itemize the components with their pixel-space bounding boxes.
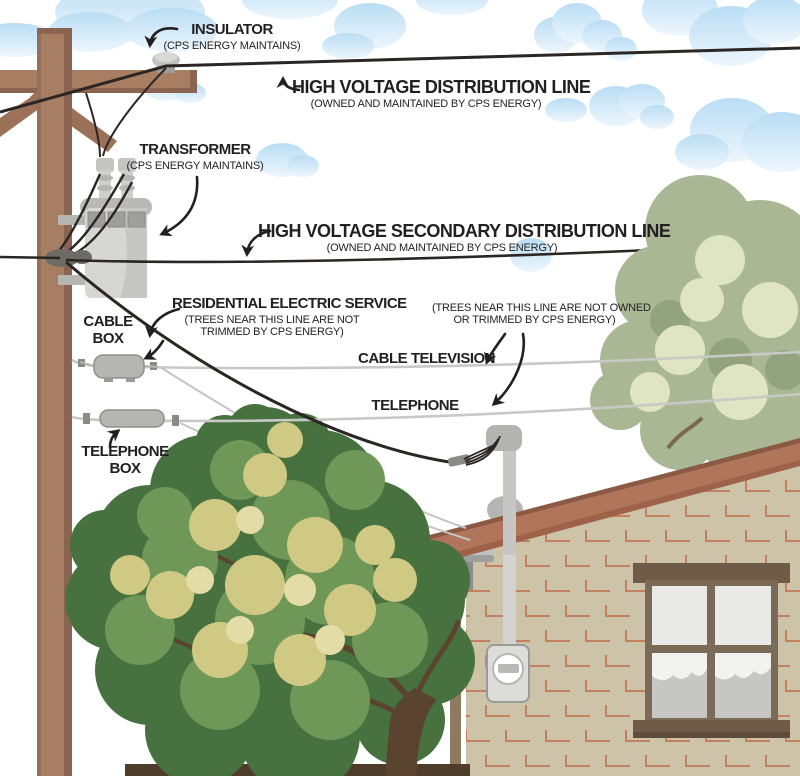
meter-conduit [503, 552, 516, 652]
secondary-line-sub: (OWNED AND MAINTAINED BY CPS ENERGY) [326, 242, 558, 255]
transformer-sub: (CPS ENERGY MAINTAINS) [126, 159, 264, 172]
secondary-line-label: HIGH VOLTAGE SECONDARY DISTRIBUTION LINE… [258, 221, 671, 255]
cable-box [79, 354, 159, 382]
residential-service-arrow [144, 307, 181, 338]
house [393, 425, 800, 776]
trees-note-line2: OR TRIMMED BY CPS ENERGY) [453, 314, 616, 327]
telephone-line [71, 392, 800, 428]
cable-box-label: CABLE BOX [68, 313, 148, 348]
telephone-box [99, 409, 165, 428]
high-voltage-line-title: HIGH VOLTAGE DISTRIBUTION LINE [292, 77, 591, 97]
residential-service-label: RESIDENTIAL ELECTRIC SERVICE (TREES NEAR… [172, 295, 407, 339]
background-tree [590, 175, 800, 480]
high-voltage-line-arrow [276, 76, 301, 92]
insulator-sub: (CPS ENERGY MAINTAINS) [163, 39, 301, 52]
transformer-arrow [159, 175, 199, 237]
transformer-feed-wire-2 [85, 92, 101, 158]
telephone-box-arrow [106, 429, 121, 449]
transformer-title: TRANSFORMER [139, 141, 251, 158]
transformer-label: TRANSFORMER (CPS ENERGY MAINTAINS) [125, 141, 265, 172]
residential-service-line [65, 260, 501, 467]
cable-box-arrow [143, 339, 165, 360]
residential-service-sub1: (TREES NEAR THIS LINE ARE NOT [184, 313, 360, 326]
cable-television-label: CABLE TELEVISION [358, 350, 496, 368]
trees-note-arrow-telephone [491, 332, 526, 407]
trees-note-line1: (TREES NEAR THIS LINE ARE NOT OWNED [432, 302, 651, 314]
pole-wire-junction [45, 249, 79, 267]
window [633, 563, 790, 738]
secondary-line-title: HIGH VOLTAGE SECONDARY DISTRIBUTION LINE [258, 221, 671, 241]
insulator-label: INSULATOR (CPS ENERGY MAINTAINS) [158, 21, 306, 52]
residential-service-sub2: TRIMMED BY CPS ENERGY) [200, 326, 344, 339]
cable-box-line1: CABLE [83, 313, 133, 330]
curtain-right [715, 653, 771, 680]
tree [65, 404, 475, 776]
insulator-arrow [144, 27, 179, 48]
curtain-left [652, 653, 707, 681]
high-voltage-line-label: HIGH VOLTAGE DISTRIBUTION LINE (OWNED AN… [292, 77, 591, 111]
tree-trunk [385, 688, 437, 776]
telephone-box-line2: BOX [109, 459, 141, 477]
high-voltage-distribution-line [0, 46, 800, 114]
telephone-box-label: TELEPHONE BOX [60, 443, 190, 478]
transformer [45, 158, 152, 298]
telephone-box-line1: TELEPHONE [81, 443, 169, 460]
cable-television-line [71, 350, 800, 382]
transformer-feed-wire [102, 67, 167, 157]
utility-pole [0, 28, 197, 776]
insulator-title: INSULATOR [191, 21, 273, 38]
secondary-line-arrow [241, 229, 272, 257]
cable-box-line2: BOX [92, 329, 124, 347]
trees-note-arrow-cable [484, 332, 507, 365]
telephone-title: TELEPHONE [371, 397, 459, 414]
electric-meter [486, 644, 530, 703]
high-voltage-line-sub: (OWNED AND MAINTAINED BY CPS ENERGY) [310, 98, 542, 111]
cable-television-title: CABLE TELEVISION [358, 350, 496, 367]
residential-service-title: RESIDENTIAL ELECTRIC SERVICE [172, 295, 407, 312]
trees-note-label: (TREES NEAR THIS LINE ARE NOT OWNED OR T… [432, 302, 651, 327]
telephone-label: TELEPHONE [370, 397, 460, 415]
weatherhead-mast [503, 440, 516, 555]
